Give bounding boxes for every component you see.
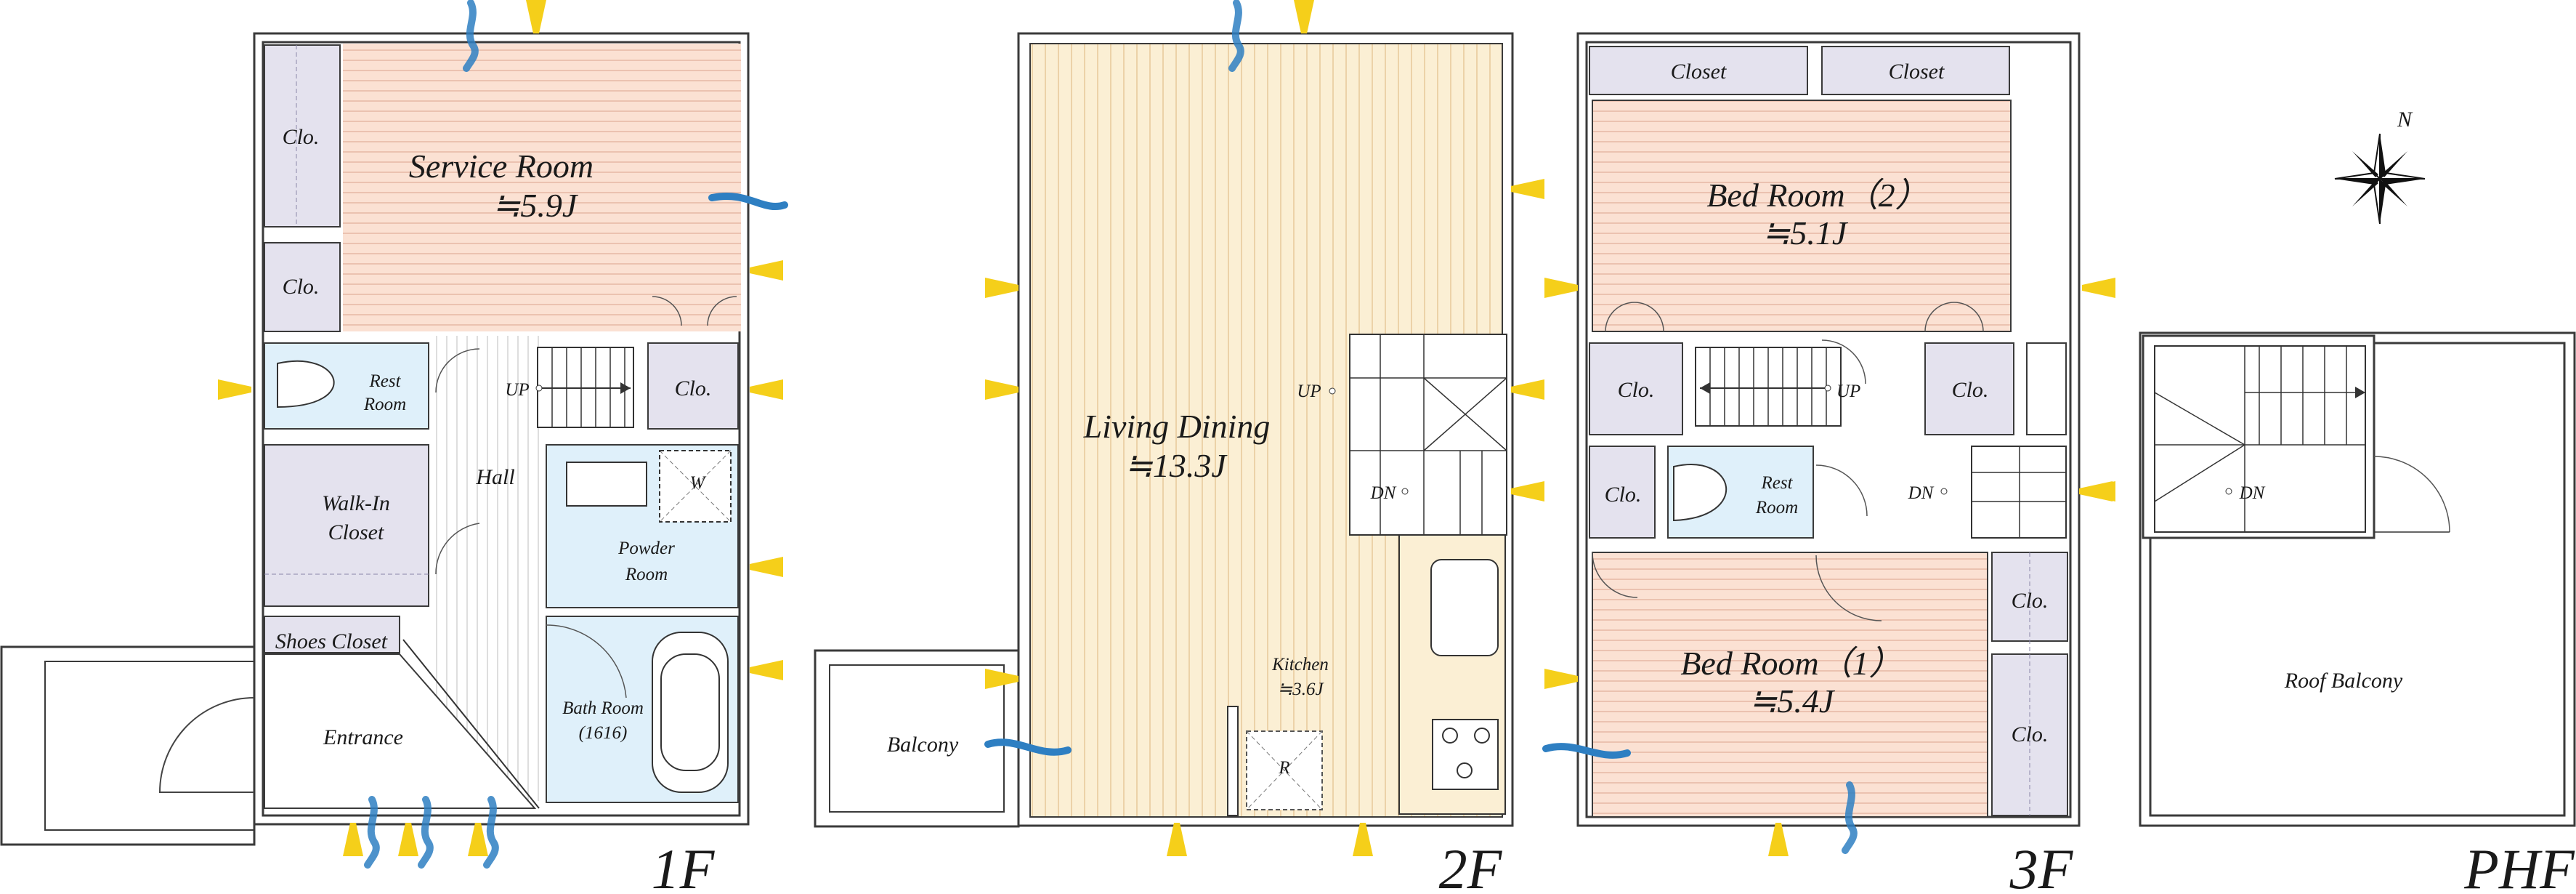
2f-living-size: ≒13.3J — [1125, 447, 1228, 484]
1f-rest-room — [264, 342, 429, 430]
3f-closet-a-label: Closet — [1671, 60, 1727, 84]
1f-entrance-label: Entrance — [323, 725, 403, 749]
1f-rest-room-label-2: Room — [363, 395, 406, 414]
compass-north-label: N — [2397, 108, 2413, 132]
1f-shoes-closet-label: Shoes Closet — [275, 629, 388, 653]
1f-walk-in-closet — [264, 444, 429, 607]
floor-3f: Closet Closet Bed Room（2） ≒5.1J Clo. UP … — [1542, 32, 2115, 894]
1f-porch — [0, 645, 256, 846]
2f-kitchen-size: ≒3.6J — [1277, 680, 1324, 699]
1f-walk-in-label-2: Closet — [328, 520, 384, 544]
1f-entrance — [264, 653, 537, 809]
3f-closet-a — [1589, 46, 1808, 95]
3f-closet-b — [1821, 46, 2010, 95]
1f-hall-label: Hall — [475, 465, 514, 489]
1f-shoes-closet — [264, 616, 400, 653]
3f-floor-label: 3F — [2009, 837, 2074, 894]
1f-closet-mid — [264, 242, 341, 332]
1f-stair-closet — [647, 342, 739, 430]
1f-clo-top-label: Clo. — [283, 125, 320, 149]
1f-powder-label: Powder — [617, 539, 675, 558]
2f-balcony-label: Balcony — [887, 733, 959, 757]
phf-floor-label: PHF — [2463, 837, 2575, 894]
3f-clo-c-label: Clo. — [1605, 483, 1642, 507]
phf-dn-label: DN — [2239, 483, 2266, 503]
2f-fridge-label: R — [1278, 758, 1289, 778]
1f-walk-in-label: Walk-In — [322, 491, 390, 515]
floor-2f: Living Dining ≒13.3J UP DN Kitchen ≒3.6J… — [814, 0, 1544, 894]
3f-up-label: UP — [1836, 382, 1860, 401]
2f-living-label: Living Dining — [1083, 408, 1271, 445]
3f-clo-e-label: Clo. — [2012, 722, 2049, 746]
3f-bed1-size: ≒5.4J — [1749, 682, 1836, 720]
compass-rose-icon: N — [2334, 108, 2426, 225]
1f-powder-label-2: Room — [625, 565, 668, 584]
3f-bed-room-2 — [1592, 100, 2012, 332]
1f-floor-label: 1F — [652, 837, 716, 894]
2f-balcony — [814, 649, 1020, 828]
3f-clo-d-label: Clo. — [2012, 589, 2049, 613]
1f-service-room — [343, 44, 741, 331]
3f-bed2-label: Bed Room（2） — [1706, 177, 1928, 214]
1f-washer-label: W — [690, 473, 707, 493]
2f-up-label: UP — [1297, 382, 1321, 401]
3f-stairs-dn — [1971, 446, 2067, 539]
2f-floor-label: 2F — [1439, 837, 1503, 894]
3f-rest-label: Rest — [1760, 473, 1793, 493]
phf-stair-house — [2142, 334, 2375, 539]
1f-stair-clo-label: Clo. — [675, 376, 712, 400]
1f-closet-top — [264, 44, 341, 227]
floor-1f: Service Room ≒5.9J Clo. Clo. Rest Room U… — [0, 0, 788, 894]
1f-service-room-label: Service Room — [409, 148, 594, 185]
1f-rest-room-label: Rest — [368, 371, 401, 391]
3f-bed2-size: ≒5.1J — [1762, 214, 1849, 251]
2f-dn-label: DN — [1370, 483, 1397, 503]
3f-dn-label: DN — [1908, 483, 1935, 503]
1f-up-label: UP — [505, 380, 529, 400]
3f-clo-b-label: Clo. — [1952, 378, 1989, 402]
1f-clo-mid-label: Clo. — [283, 275, 320, 299]
3f-closet-b-mid — [1924, 342, 2014, 435]
3f-closet-b-label: Closet — [1889, 60, 1945, 84]
2f-kitchen-label: Kitchen — [1271, 655, 1329, 674]
3f-closet-c — [1589, 446, 1656, 539]
3f-clo-a-label: Clo. — [1618, 378, 1655, 402]
1f-bath-label: Bath Room — [562, 698, 644, 718]
3f-closet-c-a — [1589, 342, 1683, 435]
3f-bed-room-1 — [1592, 552, 1988, 818]
phf-roof-balcony-label: Roof Balcony — [2284, 669, 2403, 693]
floor-phf: DN Roof Balcony PHF — [2079, 331, 2576, 894]
1f-bath-label-2: (1616) — [579, 723, 628, 743]
1f-service-room-size: ≒5.9J — [493, 187, 579, 224]
3f-rest-label-2: Room — [1755, 498, 1798, 518]
3f-bed1-label: Bed Room（1） — [1680, 645, 1902, 682]
2f-stairs — [1349, 334, 1507, 536]
